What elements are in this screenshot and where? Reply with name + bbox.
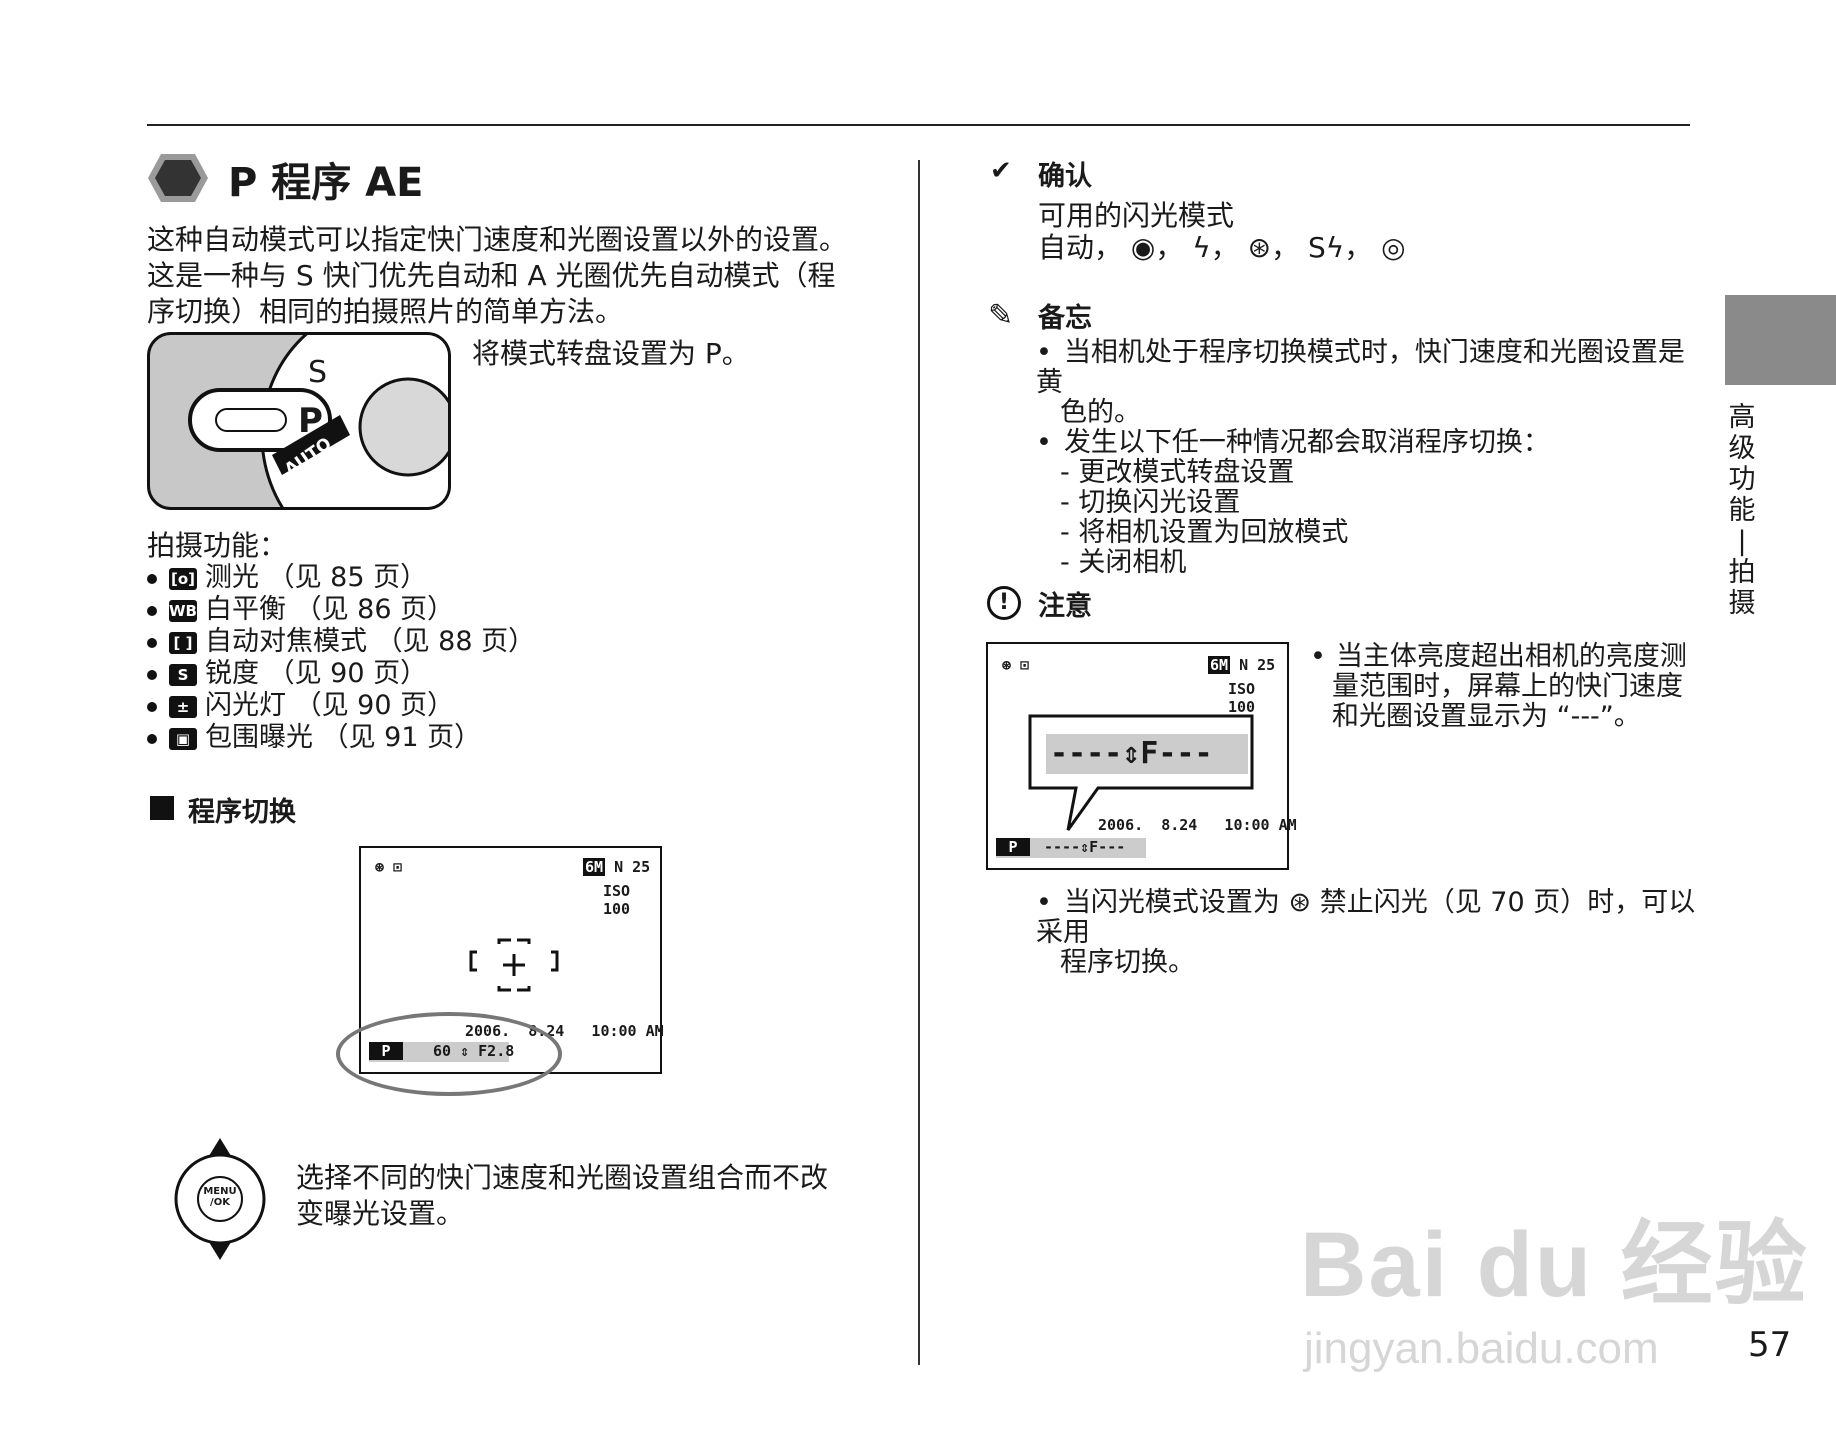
list-item: 色的。: [1060, 397, 1141, 428]
chapter-label: 高 级 功 能 | 拍 摄: [1728, 402, 1756, 619]
control-caption: 选择不同的快门速度和光圈设置组合而不改 变曝光设置。: [296, 1161, 829, 1230]
list-item: - 更改模式转盘设置: [1060, 457, 1295, 488]
dial-s-label: S: [308, 355, 328, 390]
memo-heading: 备忘: [1038, 303, 1092, 334]
square-bullet-icon: [150, 796, 174, 820]
list-item: [ ]自动对焦模式 （见 88 页）: [147, 626, 535, 658]
caution-side-text: •当主体亮度超出相机的亮度测 量范围时，屏幕上的快门速度 和光圈设置显示为 “-…: [1310, 641, 1687, 732]
caution-heading: 注意: [1038, 591, 1092, 622]
lcd-screen-caution: ⊛ ⊡ 6M N 25 ISO 100 ----⇕F--- 2006. 8.24…: [986, 642, 1297, 870]
confirm-heading: 确认: [1038, 161, 1092, 192]
flash-off-icon: ⊛ ⊡: [1002, 656, 1030, 674]
functions-heading: 拍摄功能：: [147, 529, 288, 562]
intro-paragraph: 这种自动模式可以指定快门速度和光圈设置以外的设置。 这是一种与 S 快门优先自动…: [147, 223, 848, 328]
caution-icon: !: [987, 586, 1021, 620]
lcd-date: 2006. 8.24 10:00 AM: [1098, 816, 1297, 834]
mode-dial-illustration: P S AUTO: [147, 332, 451, 510]
menu-ok-label: MENU /OK: [203, 1186, 237, 1208]
column-divider: [918, 160, 920, 1365]
dial-caption: 将模式转盘设置为 P。: [472, 337, 750, 370]
white-balance-icon: WB: [169, 599, 197, 622]
list-item: ▣包围曝光 （见 91 页）: [147, 722, 535, 754]
watermark-url: jingyan.baidu.com: [1304, 1324, 1659, 1373]
af-mode-icon: [ ]: [169, 631, 197, 654]
page-title: P 程序 AE: [228, 160, 424, 206]
lcd-big-values: ----⇕F---: [1050, 736, 1213, 771]
lcd-quality: 6M N 25: [1208, 656, 1276, 674]
list-item: - 切换闪光设置: [1060, 487, 1241, 518]
highlight-ellipse: [336, 1012, 562, 1096]
list-item: •当相机处于程序切换模式时，快门速度和光圈设置是黄: [1036, 337, 1685, 398]
dial-p-label: P: [298, 401, 323, 441]
lcd-iso: ISO 100: [1228, 680, 1256, 716]
memo-list: •当相机处于程序切换模式时，快门速度和光圈设置是黄 色的。 •发生以下任一种情况…: [1036, 338, 1696, 578]
chapter-tab: [1725, 295, 1836, 385]
lcd-iso: ISO 100: [603, 882, 631, 918]
list-item: - 关闭相机: [1060, 547, 1187, 578]
metering-icon: [o]: [169, 567, 197, 590]
af-frame-icon: [469, 938, 559, 992]
lcd-quality: 6M N 25: [583, 858, 651, 876]
section-hexagon-icon: [148, 154, 208, 202]
lcd-mode-badge: P: [996, 838, 1030, 856]
watermark-logo: Bai du 经验: [1300, 1214, 1809, 1316]
control-pad-icon: [174, 1138, 266, 1260]
flash-off-icon: ⊛ ⊡: [375, 858, 403, 876]
confirm-check-icon: ✔: [990, 156, 1012, 186]
list-item: - 将相机设置为回放模式: [1060, 517, 1349, 548]
caution-note: •当闪光模式设置为 ⊛ 禁止闪光（见 70 页）时，可以采用 程序切换。: [1036, 887, 1696, 978]
list-item: ±闪光灯 （见 90 页）: [147, 690, 535, 722]
flash-icon: ±: [169, 695, 197, 718]
page-number: 57: [1748, 1325, 1792, 1365]
confirm-line1: 可用的闪光模式: [1038, 199, 1235, 232]
sharpness-icon: S: [169, 663, 197, 686]
top-rule: [147, 124, 1690, 126]
list-item: •发生以下任一种情况都会取消程序切换：: [1036, 427, 1550, 458]
confirm-line2: 自动， ◉， ϟ， ⊛， Sϟ， ◎: [1038, 231, 1406, 264]
program-shift-heading: 程序切换: [188, 797, 296, 828]
bracketing-icon: ▣: [169, 727, 197, 750]
lcd-values: ----⇕F---: [1044, 838, 1126, 856]
list-item: [o]测光 （见 85 页）: [147, 562, 535, 594]
memo-note-icon: ✎: [988, 298, 1014, 333]
